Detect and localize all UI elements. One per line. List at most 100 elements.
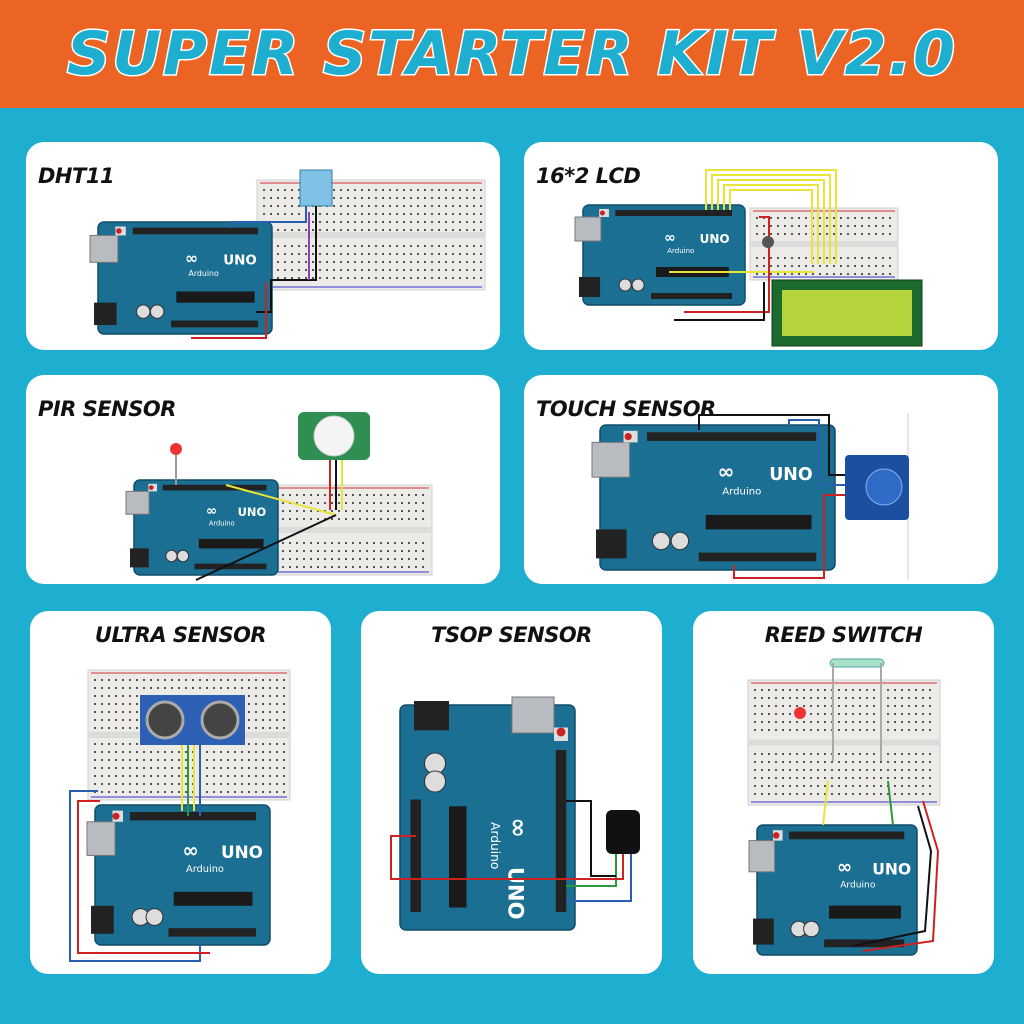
digital-header xyxy=(162,484,267,491)
hole xyxy=(859,769,861,771)
hole xyxy=(459,229,461,231)
hole xyxy=(185,759,187,761)
hole xyxy=(798,257,800,259)
hole xyxy=(227,783,229,785)
usb-port xyxy=(86,821,116,856)
hole xyxy=(922,713,924,715)
hole xyxy=(387,510,389,512)
hole xyxy=(248,783,250,785)
hole xyxy=(777,265,779,267)
hole xyxy=(396,189,398,191)
hole xyxy=(241,775,243,777)
hole xyxy=(831,777,833,779)
hole xyxy=(255,703,257,705)
hole xyxy=(908,729,910,731)
hole xyxy=(852,753,854,755)
hole xyxy=(178,775,180,777)
hole xyxy=(417,205,419,207)
hole xyxy=(206,783,208,785)
hole xyxy=(122,791,124,793)
hole xyxy=(866,769,868,771)
hole xyxy=(185,791,187,793)
hole xyxy=(840,273,842,275)
hole xyxy=(805,217,807,219)
hole xyxy=(312,221,314,223)
hole xyxy=(422,550,424,552)
hole xyxy=(220,783,222,785)
hole xyxy=(340,253,342,255)
hole xyxy=(338,558,340,560)
hole xyxy=(466,189,468,191)
hole xyxy=(382,205,384,207)
hole xyxy=(763,257,765,259)
lcd-data-wire xyxy=(723,184,819,264)
hole xyxy=(408,542,410,544)
hole xyxy=(854,225,856,227)
arduino-infinity-icon: ∞ xyxy=(183,839,199,862)
hole xyxy=(347,189,349,191)
hole xyxy=(422,502,424,504)
hole xyxy=(817,705,819,707)
led xyxy=(794,707,806,719)
hole xyxy=(887,777,889,779)
hole xyxy=(415,502,417,504)
hole xyxy=(108,743,110,745)
hole xyxy=(908,705,910,707)
hole xyxy=(373,518,375,520)
hole xyxy=(361,261,363,263)
hole xyxy=(150,767,152,769)
hole xyxy=(894,729,896,731)
microcontroller-chip xyxy=(198,538,264,549)
hole xyxy=(143,751,145,753)
hole xyxy=(262,759,264,761)
hole xyxy=(115,767,117,769)
hole xyxy=(803,697,805,699)
hole xyxy=(831,761,833,763)
page-title: SUPER STARTER KIT V2.0 xyxy=(66,18,957,91)
hole xyxy=(361,269,363,271)
hole xyxy=(826,225,828,227)
hole xyxy=(361,197,363,199)
board-brand: Arduino xyxy=(840,880,876,890)
hole xyxy=(282,558,284,560)
analog-header xyxy=(171,320,259,328)
hole xyxy=(422,542,424,544)
hole xyxy=(768,705,770,707)
hole xyxy=(347,213,349,215)
hole xyxy=(396,261,398,263)
hole xyxy=(248,727,250,729)
hole xyxy=(310,494,312,496)
hole xyxy=(298,189,300,191)
hole xyxy=(382,253,384,255)
hole xyxy=(817,793,819,795)
wire xyxy=(852,805,933,947)
hole xyxy=(805,265,807,267)
hole xyxy=(375,205,377,207)
hole xyxy=(283,775,285,777)
hole xyxy=(826,233,828,235)
hole xyxy=(768,793,770,795)
hole xyxy=(277,229,279,231)
hole xyxy=(284,245,286,247)
hole xyxy=(859,721,861,723)
hole xyxy=(431,253,433,255)
hole xyxy=(754,705,756,707)
hole xyxy=(354,261,356,263)
hole xyxy=(284,277,286,279)
hole xyxy=(424,253,426,255)
hole xyxy=(445,277,447,279)
hole xyxy=(403,221,405,223)
microcontroller-chip xyxy=(173,891,253,906)
hole xyxy=(326,261,328,263)
wire xyxy=(230,206,307,228)
hole xyxy=(775,713,777,715)
hole xyxy=(868,217,870,219)
hole xyxy=(810,769,812,771)
hole xyxy=(333,189,335,191)
hole xyxy=(473,269,475,271)
hole xyxy=(340,221,342,223)
hole xyxy=(438,221,440,223)
hole xyxy=(389,189,391,191)
hole xyxy=(192,679,194,681)
